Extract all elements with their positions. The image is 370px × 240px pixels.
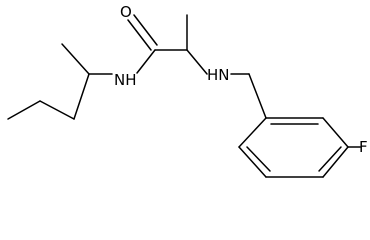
bond-carbonyl-double-a: [127, 19, 152, 51]
bond-ring-inner-right: [318, 146, 342, 172]
bond-ring-5: [238, 146, 267, 178]
bond-alpha-to-hn: [186, 49, 208, 75]
amine-hn-label: HN: [207, 66, 230, 84]
bond-ring-inner-left: [246, 146, 271, 172]
bond-carbonyl-double-b: [133, 14, 158, 46]
bond-propyl-end: [7, 100, 41, 120]
amide-nh-label: NH: [114, 71, 137, 89]
bond-nh-to-carbonyl: [136, 49, 156, 74]
bond-ring-6: [238, 117, 267, 148]
bond-ring-3: [322, 146, 349, 178]
bond-ch2-to-ring: [248, 73, 267, 119]
bond-ch-methyl: [61, 43, 90, 75]
oxygen-label: O: [120, 3, 132, 21]
fluorine-label: F: [359, 138, 368, 156]
bond-ring-2: [322, 117, 349, 148]
bond-ch-to-chain: [73, 73, 90, 120]
molecule-structure: O NH HN F: [7, 3, 368, 178]
bond-propyl-mid: [39, 100, 75, 120]
